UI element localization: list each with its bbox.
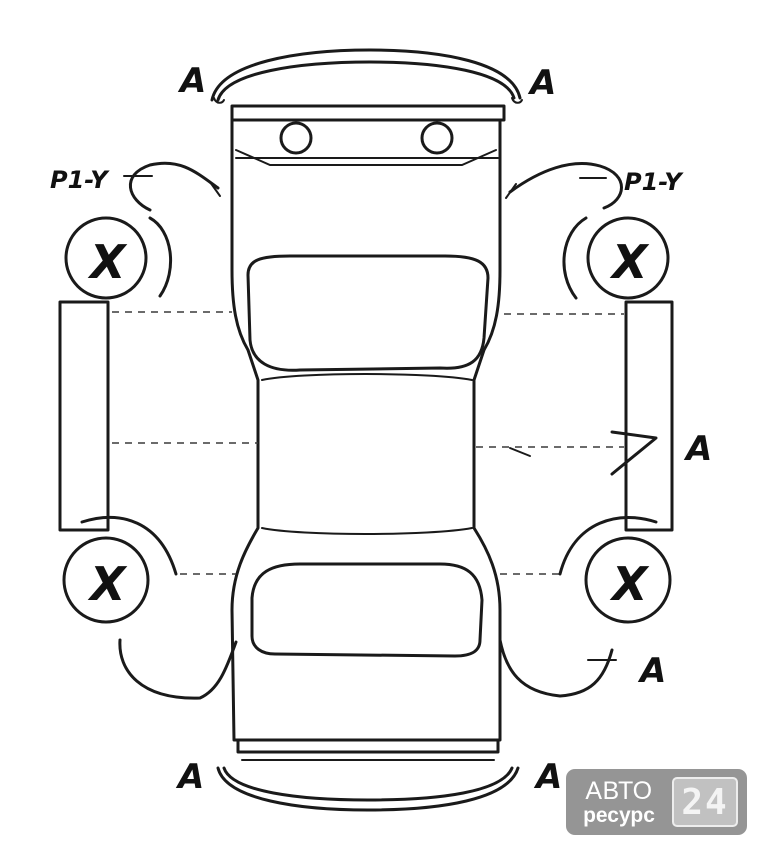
rear-bumper [216, 738, 520, 812]
mark-rear-bumper-right: A [533, 757, 562, 797]
damage-marks: A A P1-Y P1-Y X X X X A A A A [50, 61, 712, 797]
mark-wheel-rear-right: X [609, 557, 650, 611]
mark-right-rear-door: A [683, 429, 712, 469]
mark-front-fender-left: P1-Y [50, 166, 110, 194]
avtoresurs24-logo: АВТО ресурс 24 [566, 769, 747, 835]
mark-right-rear-quarter: A [637, 651, 666, 691]
mark-wheel-rear-left: X [87, 557, 128, 611]
wheel-rear-left [62, 515, 178, 624]
logo-text: АВТО ресурс [576, 776, 662, 827]
mark-front-bumper-right: A [527, 63, 556, 103]
logo-number-box: 24 [672, 777, 738, 827]
logo-line2: ресурс [583, 803, 655, 827]
mark-rear-bumper-left: A [175, 757, 204, 797]
car-body [230, 104, 506, 742]
right-side [498, 162, 674, 698]
wheel-rear-right [558, 515, 672, 624]
mark-wheel-front-left: X [87, 235, 128, 289]
left-side [58, 161, 238, 700]
wheel-front-right [562, 216, 670, 300]
dashed-guides [112, 311, 624, 575]
mark-front-fender-right: P1-Y [624, 168, 684, 196]
wheel-front-left [64, 216, 173, 300]
mark-front-bumper-left: A [177, 61, 206, 101]
door-arrow-mark [610, 430, 658, 476]
logo-number: 24 [681, 781, 729, 823]
front-bumper [210, 48, 523, 104]
mark-wheel-front-right: X [609, 235, 650, 289]
logo-line1: АВТО [585, 776, 653, 805]
